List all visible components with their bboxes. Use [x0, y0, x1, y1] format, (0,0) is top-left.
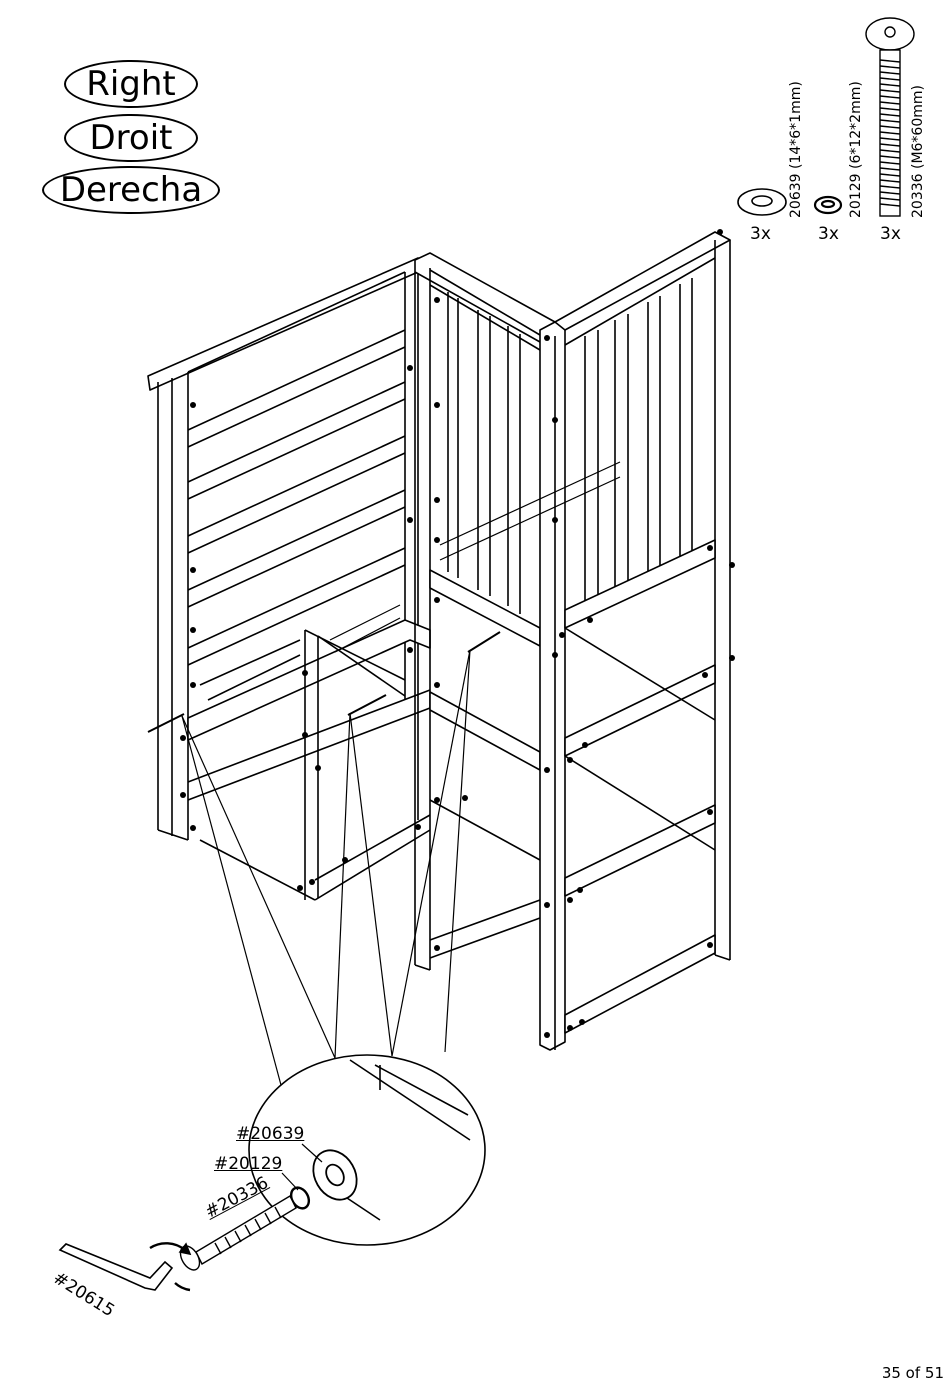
- title-derecha: Derecha: [42, 166, 220, 214]
- detail-label-spring-washer: #20129: [214, 1154, 282, 1174]
- zoom-detail: [249, 1055, 485, 1245]
- ladder-panel: [555, 232, 730, 1033]
- title-right: Right: [64, 60, 198, 108]
- part-spec-spring-washer: 20129 (6*12*2mm): [848, 81, 864, 218]
- bolt-icon: [866, 18, 914, 216]
- title-derecha-text: Derecha: [60, 173, 202, 207]
- part-spec-washer: 20639 (14*6*1mm): [788, 81, 804, 218]
- part-qty-spring-washer: 3x: [818, 224, 839, 244]
- floor-frame: [188, 620, 430, 900]
- front-railing: [430, 270, 540, 958]
- detail-label-washer: #20639: [236, 1124, 304, 1144]
- part-spec-bolt: 20336 (M6*60mm): [910, 85, 926, 218]
- washer-icon: [738, 189, 786, 215]
- right-front-post: [540, 322, 565, 1050]
- page-number: 35 of 51: [882, 1364, 944, 1382]
- title-droit: Droit: [64, 114, 198, 162]
- part-qty-washer: 3x: [750, 224, 771, 244]
- part-qty-bolt: 3x: [880, 224, 901, 244]
- title-right-text: Right: [86, 67, 176, 101]
- wall-planks: [188, 330, 405, 665]
- spring-washer-icon: [815, 197, 841, 213]
- left-wall-panel: [148, 258, 418, 840]
- title-droit-text: Droit: [90, 121, 173, 155]
